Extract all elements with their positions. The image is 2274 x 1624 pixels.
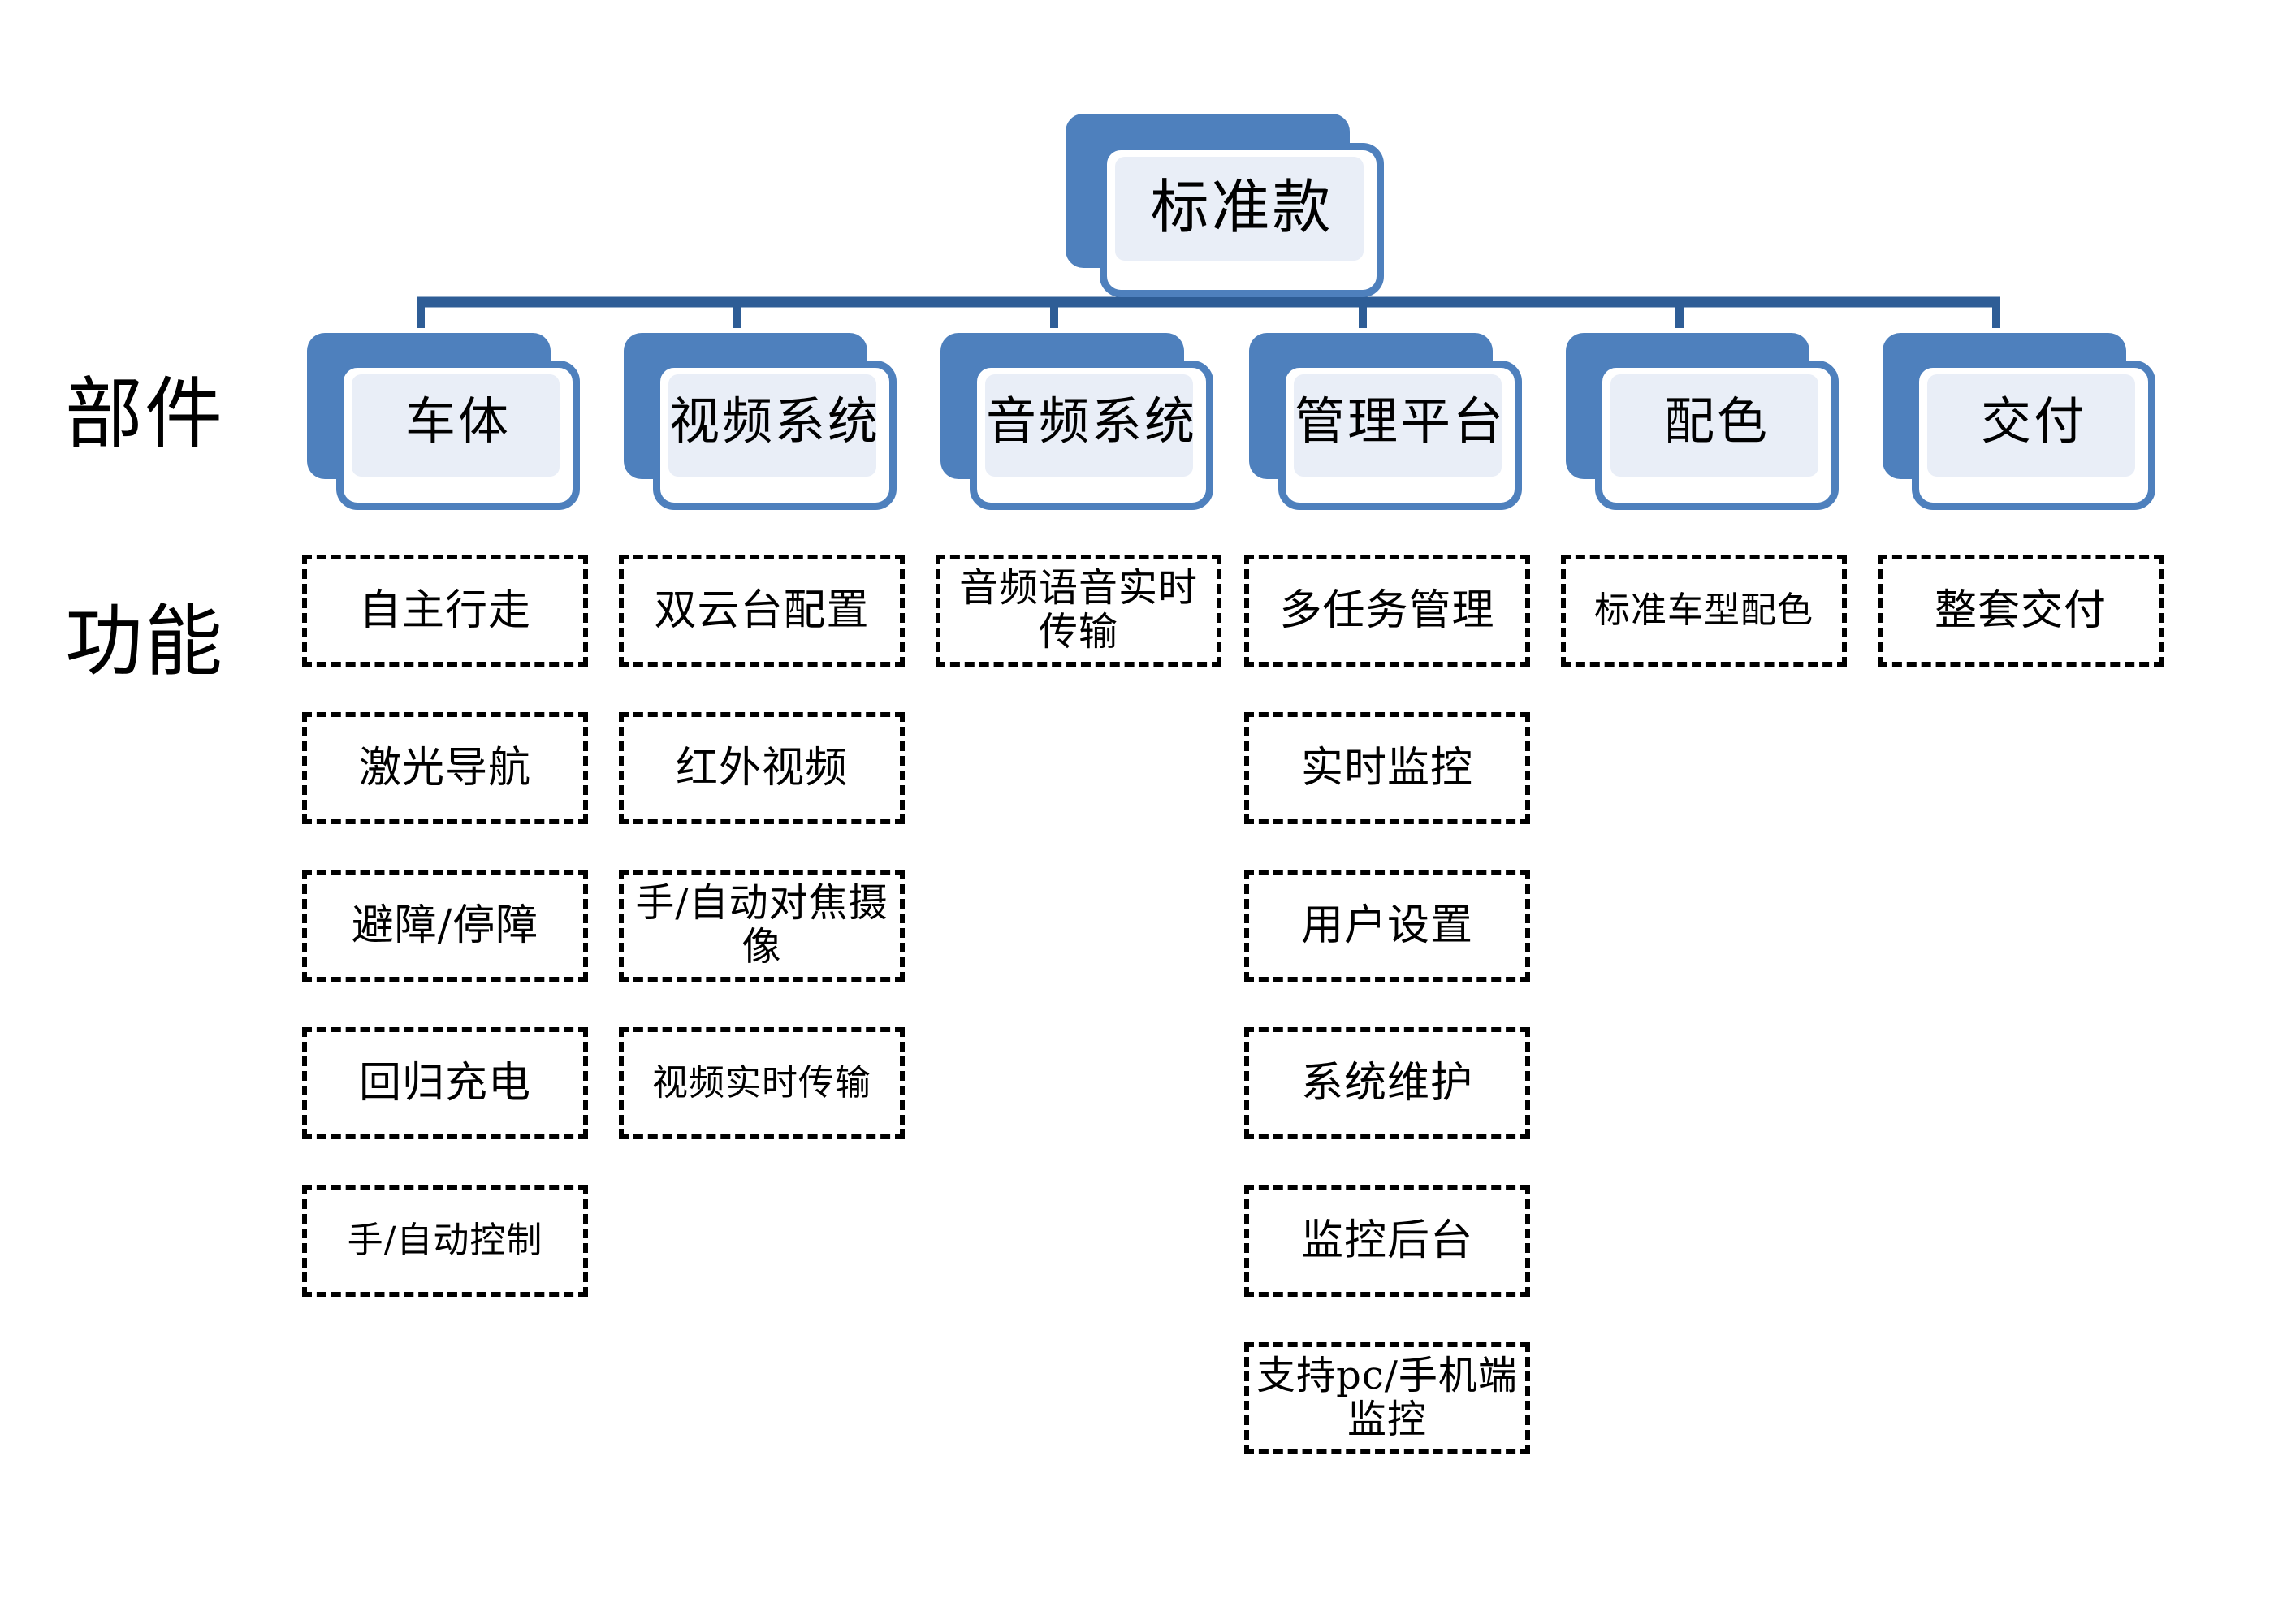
node-inner-fill — [1115, 157, 1364, 261]
function-box[interactable]: 支持pc/手机端监控 — [1244, 1342, 1530, 1454]
node-component-audio-system[interactable]: 音频系统 — [940, 333, 1217, 513]
function-label: 多任务管理 — [1279, 585, 1495, 635]
node-card — [336, 361, 580, 510]
function-box[interactable]: 激光导航 — [302, 712, 588, 824]
node-card — [970, 361, 1213, 510]
node-component-label: 交付 — [1980, 391, 2086, 451]
function-label: 红外视频 — [675, 743, 848, 793]
function-box[interactable]: 实时监控 — [1244, 712, 1530, 824]
function-label: 回归充电 — [358, 1058, 531, 1108]
node-inner-fill — [1927, 374, 2135, 477]
node-inner-fill — [1610, 374, 1818, 477]
node-component-delivery[interactable]: 交付 — [1883, 333, 2159, 513]
node-card — [1278, 361, 1522, 510]
node-root[interactable]: 标准款 — [1066, 114, 1390, 300]
node-card — [1100, 143, 1384, 297]
function-label: 手/自动控制 — [347, 1220, 543, 1262]
node-component-vehicle-body[interactable]: 车体 — [307, 333, 583, 513]
row-label-parts: 部件 — [65, 369, 224, 460]
function-box[interactable]: 回归充电 — [302, 1027, 588, 1139]
function-label: 监控后台 — [1300, 1216, 1473, 1265]
function-box[interactable]: 双云台配置 — [619, 555, 905, 667]
node-card — [1595, 361, 1839, 510]
function-box[interactable]: 多任务管理 — [1244, 555, 1530, 667]
node-component-label: 配色 — [1663, 391, 1770, 451]
node-component-video-system[interactable]: 视频系统 — [624, 333, 900, 513]
function-box[interactable]: 整套交付 — [1878, 555, 2164, 667]
function-label: 双云台配置 — [654, 585, 870, 635]
node-component-color-scheme[interactable]: 配色 — [1566, 333, 1842, 513]
function-box[interactable]: 红外视频 — [619, 712, 905, 824]
function-label: 实时监控 — [1300, 743, 1473, 793]
function-box[interactable]: 手/自动对焦摄像 — [619, 870, 905, 982]
function-label: 自主行走 — [358, 585, 531, 635]
function-box[interactable]: 手/自动控制 — [302, 1185, 588, 1297]
function-label: 视频实时传输 — [652, 1062, 871, 1104]
node-component-label: 音频系统 — [985, 391, 1197, 451]
node-root-label: 标准款 — [1150, 173, 1334, 242]
function-box[interactable]: 标准车型配色 — [1561, 555, 1847, 667]
function-label: 系统维护 — [1300, 1058, 1473, 1108]
function-label: 用户设置 — [1300, 901, 1473, 950]
row-label-functions: 功能 — [65, 596, 224, 687]
function-box[interactable]: 自主行走 — [302, 555, 588, 667]
function-label: 手/自动对焦摄像 — [635, 880, 888, 970]
node-card — [653, 361, 897, 510]
function-box[interactable]: 避障/停障 — [302, 870, 588, 982]
function-box[interactable]: 视频实时传输 — [619, 1027, 905, 1139]
node-component-label: 管理平台 — [1294, 391, 1506, 451]
node-inner-fill — [352, 374, 560, 477]
function-box[interactable]: 系统维护 — [1244, 1027, 1530, 1139]
function-box[interactable]: 用户设置 — [1244, 870, 1530, 982]
node-component-label: 车体 — [404, 391, 511, 451]
function-label: 标准车型配色 — [1594, 590, 1814, 632]
node-inner-fill — [1294, 374, 1502, 477]
node-component-management-platform[interactable]: 管理平台 — [1249, 333, 1525, 513]
function-box[interactable]: 监控后台 — [1244, 1185, 1530, 1297]
node-component-label: 视频系统 — [668, 391, 880, 451]
function-box[interactable]: 音频语音实时传输 — [936, 555, 1221, 667]
function-label: 避障/停障 — [351, 901, 539, 950]
node-inner-fill — [668, 374, 876, 477]
function-label: 整套交付 — [1934, 585, 2107, 635]
function-label: 音频语音实时传输 — [958, 565, 1198, 654]
function-label: 支持pc/手机端监控 — [1256, 1353, 1518, 1442]
node-inner-fill — [985, 374, 1193, 477]
node-card — [1912, 361, 2155, 510]
function-label: 激光导航 — [358, 743, 531, 793]
